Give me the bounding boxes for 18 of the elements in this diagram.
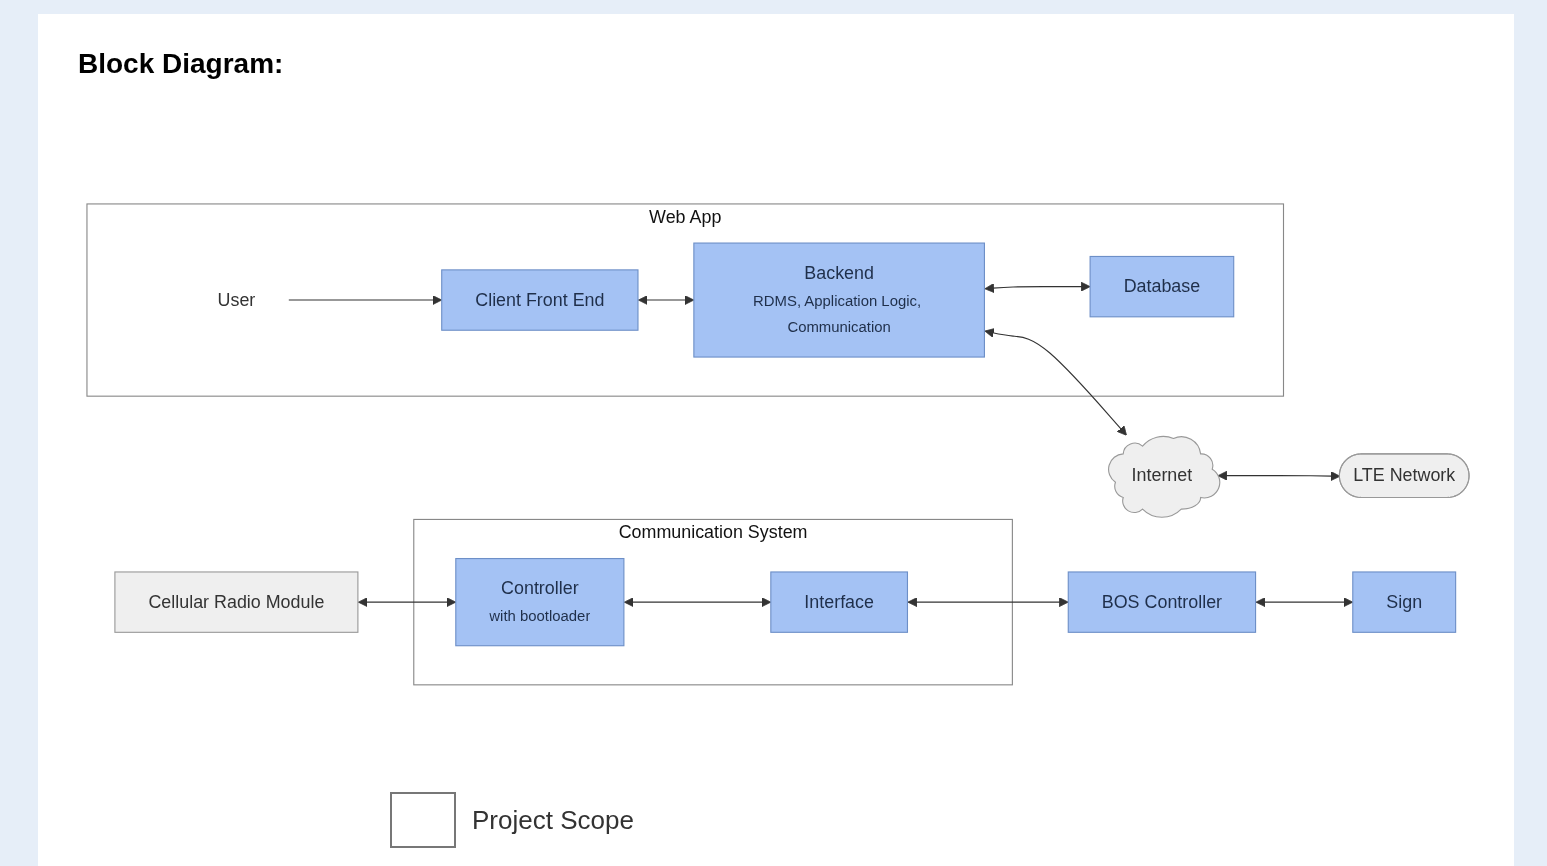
node-text: User [217,289,256,309]
ellipse-node: LTE Network [1338,452,1470,498]
process-box: Controller with bootloader [455,557,625,646]
process-box: Sign [1352,571,1457,633]
process-box: Client Front End [441,268,639,331]
legend-text: Project Scope [472,804,634,836]
process-box: BOS Controller [1067,571,1257,633]
process-box: Interface [770,571,909,633]
process-box: Database [1089,255,1235,317]
process-box: Cellular Radio Module [114,571,359,633]
group-title: Communication System [618,522,808,542]
arrow [907,596,1069,607]
arrow [984,327,1127,436]
arrow [984,281,1091,293]
group-title: Web App [649,206,722,226]
diagram-title: Block Diagram: [78,48,284,80]
process-box: Backend RDMS, Application Logic, Communication [693,242,985,358]
cloud-shape: Internet [1108,435,1221,518]
